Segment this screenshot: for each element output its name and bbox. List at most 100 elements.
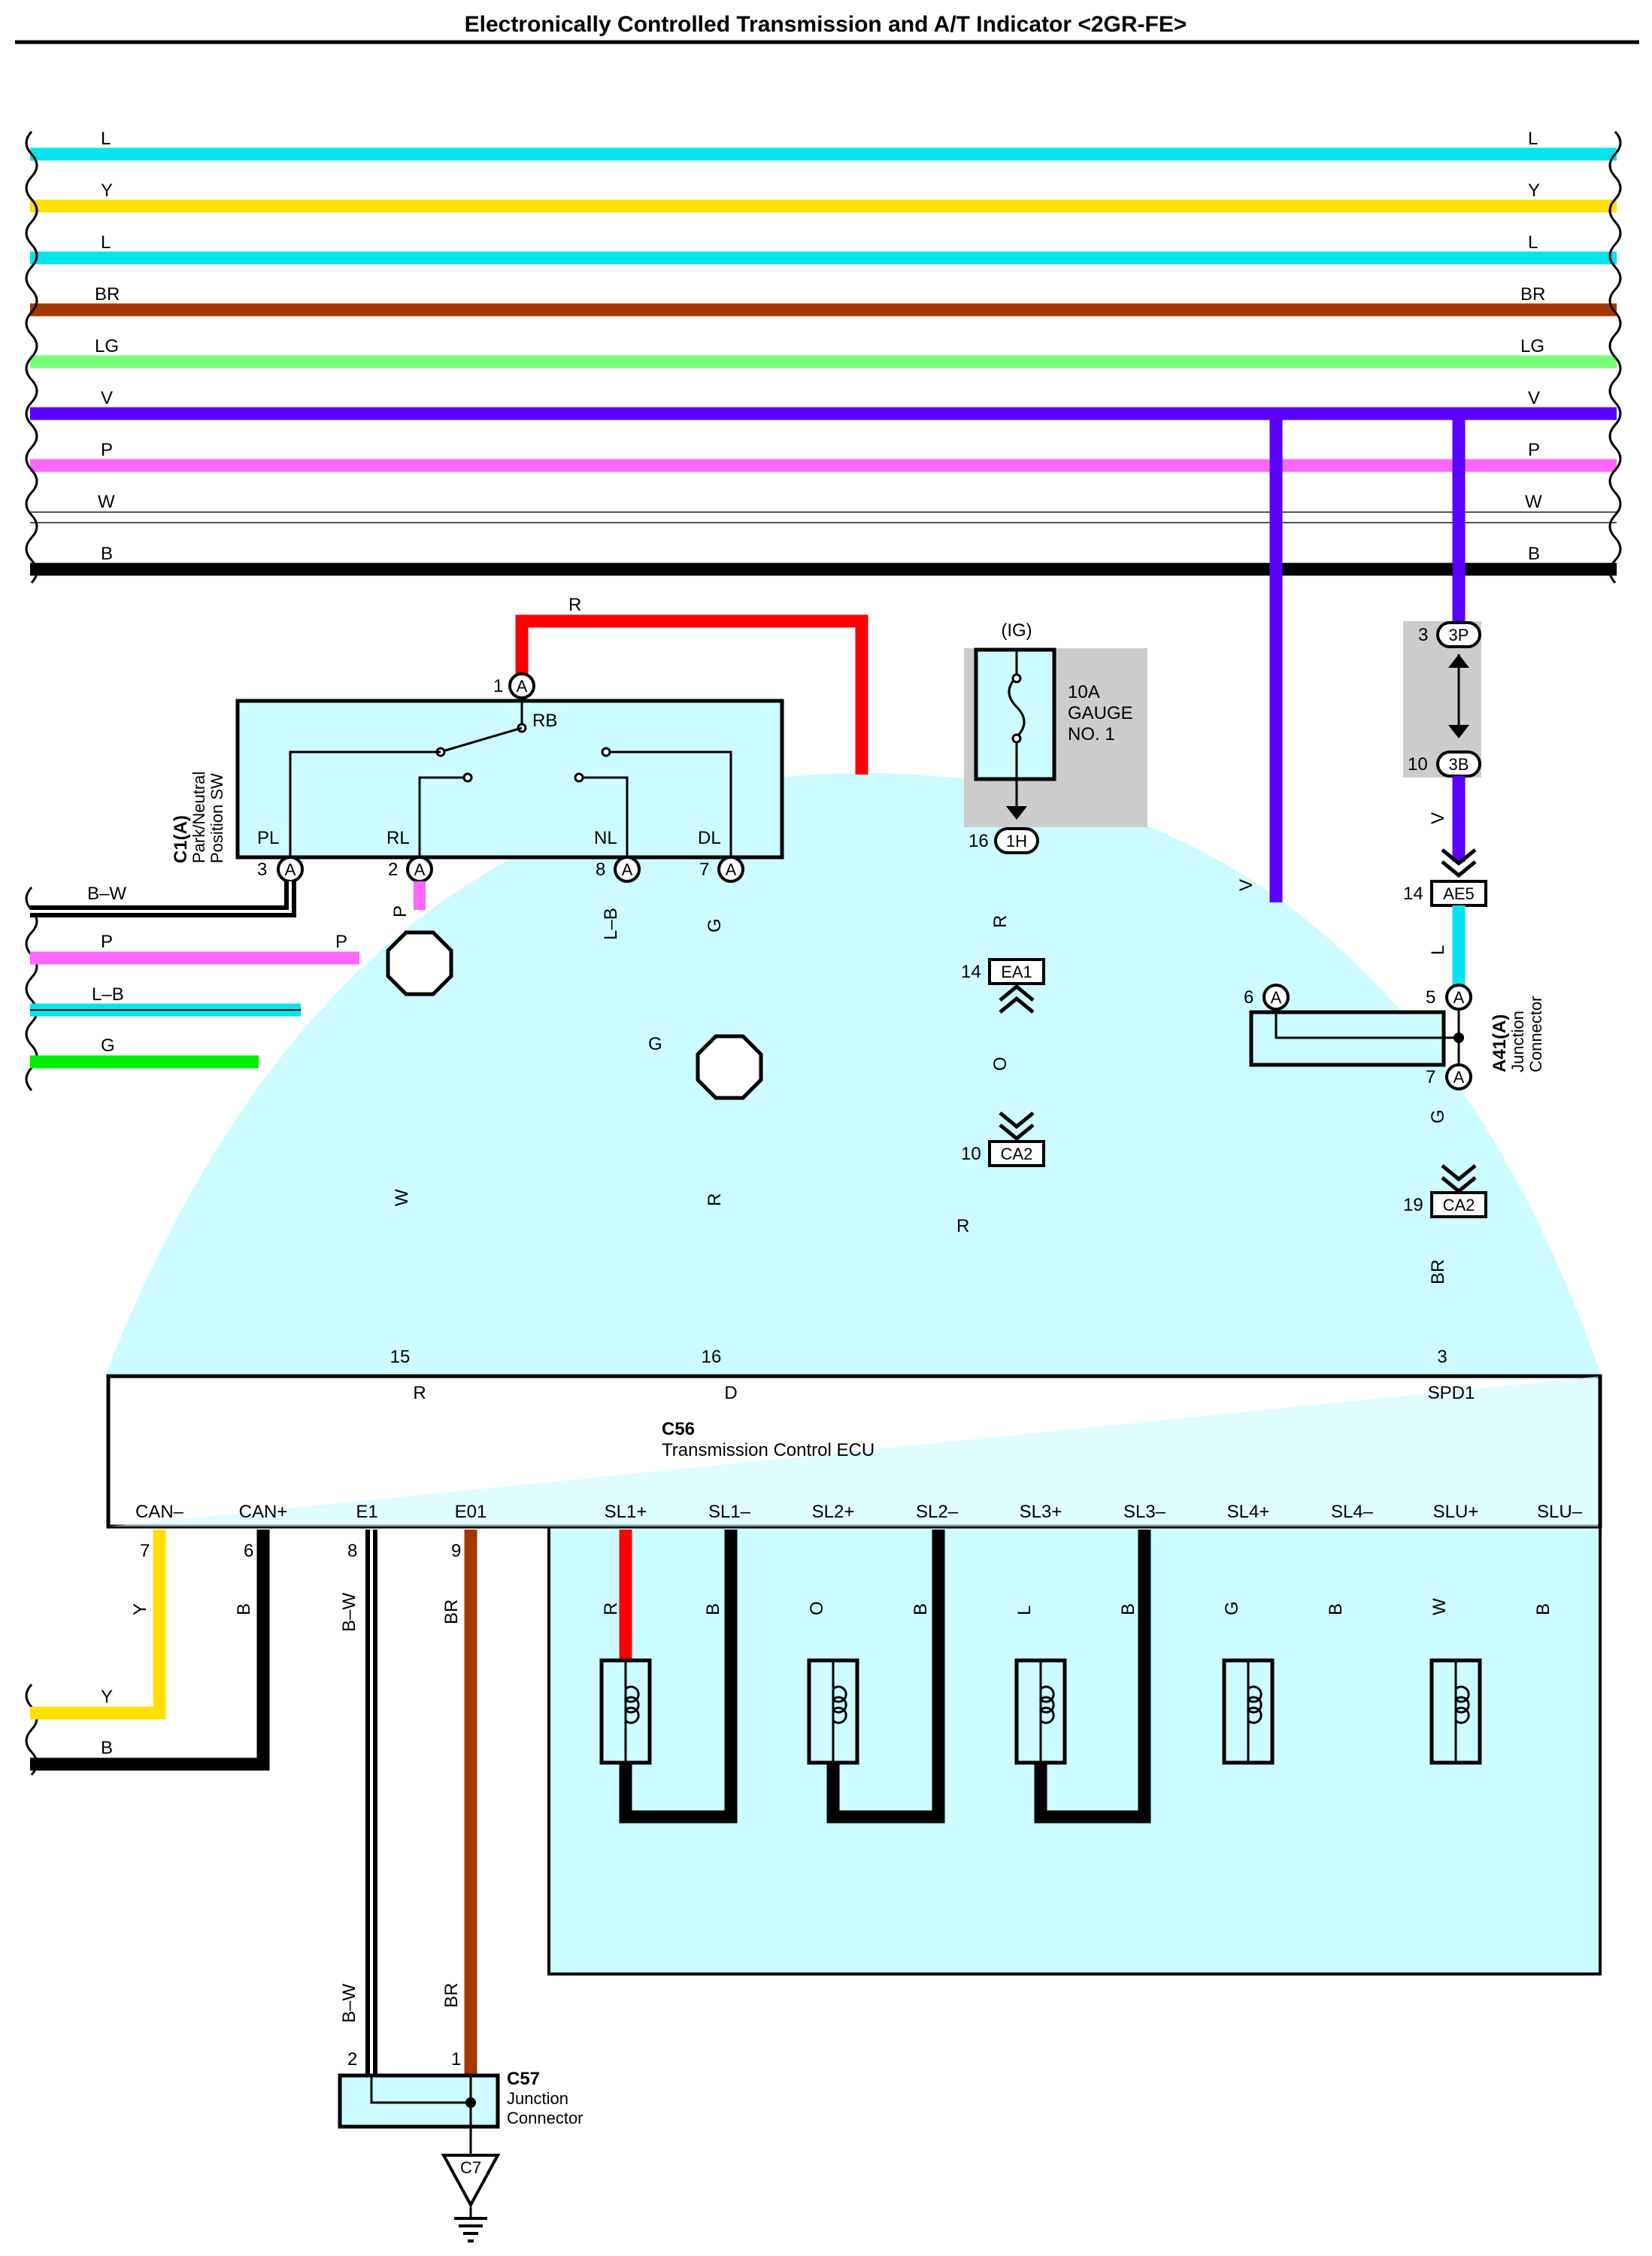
switch-contact bbox=[462, 772, 473, 783]
bus-label-left: L bbox=[101, 129, 111, 149]
c57-wire-label: BR bbox=[441, 1983, 462, 2008]
solenoid-wire-label: B bbox=[703, 1603, 723, 1615]
switch-top-pin-name: RB bbox=[532, 711, 557, 731]
ecu-terminal: SL2– bbox=[916, 1502, 959, 1522]
bus-label-right: LG bbox=[1520, 336, 1544, 356]
bus-label-right: L bbox=[1528, 232, 1538, 253]
conn-3b-label: 3B bbox=[1449, 755, 1469, 774]
solenoid-wire-label: G bbox=[1222, 1601, 1242, 1615]
ecu-top-pin-name: R bbox=[413, 1383, 426, 1403]
ea1-chevron bbox=[999, 984, 1035, 1014]
bus-label-left: P bbox=[101, 440, 113, 460]
switch-wire-label: G bbox=[705, 918, 725, 932]
c57-pin-num: 1 bbox=[451, 2049, 461, 2070]
ecu-top-pin-name: D bbox=[724, 1383, 737, 1403]
ca2-right-num: 19 bbox=[1403, 1195, 1423, 1215]
solenoid-wire-label: B bbox=[1533, 1603, 1553, 1615]
ecu-bottom-pin-num: 9 bbox=[451, 1541, 461, 1561]
solenoid-wire-label: R bbox=[601, 1603, 621, 1615]
fuse-name: NO. 1 bbox=[1068, 724, 1115, 744]
left-wire-label: P bbox=[101, 932, 113, 952]
a41-name: Connector bbox=[1526, 996, 1545, 1072]
switch-trace-pl bbox=[289, 750, 441, 857]
dome-label: G bbox=[648, 1034, 662, 1054]
ecu-terminal: E1 bbox=[356, 1502, 377, 1522]
r-wire-label: R bbox=[568, 595, 581, 615]
solenoid-sl2 bbox=[807, 1658, 859, 1765]
ae5-num: 14 bbox=[1403, 884, 1423, 904]
ecu-top-pin-num: 16 bbox=[702, 1347, 722, 1367]
bus-wires bbox=[30, 147, 1617, 576]
ecu-terminal: SLU+ bbox=[1433, 1502, 1479, 1522]
ecu-id: C56 bbox=[662, 1419, 695, 1439]
park-neutral-switch: A 1 RB PL RL NL DL C1(A) Park/Neutral Po… bbox=[171, 672, 784, 863]
switch-pin-conn: A bbox=[726, 860, 737, 879]
switch-trace-nl bbox=[584, 776, 629, 857]
dome-label: R bbox=[705, 1193, 725, 1206]
ground-label: C7 bbox=[460, 2158, 481, 2177]
ground-triangle bbox=[441, 2154, 501, 2209]
bus-label-left: L bbox=[101, 232, 111, 253]
ca2-connector-right bbox=[1430, 1191, 1487, 1218]
bus-labels: L Y L BR LG V P W B L Y L BR LG V P W B bbox=[95, 129, 1545, 564]
ecu-terminal: SL1+ bbox=[605, 1502, 647, 1522]
solenoid-wire-label: O bbox=[807, 1601, 827, 1615]
ecu-terminal: E01 bbox=[455, 1502, 487, 1522]
right-chain-arrow-up bbox=[1448, 654, 1469, 668]
switch-name: Position SW bbox=[208, 773, 226, 863]
solenoid-sl4 bbox=[1222, 1658, 1275, 1765]
ecu-bottom-pin-num: 8 bbox=[347, 1541, 357, 1561]
bus-label-right: P bbox=[1528, 440, 1540, 460]
right-chain-wire: BR bbox=[1428, 1260, 1448, 1284]
a41-pin-conn: A bbox=[1453, 988, 1465, 1007]
ca2-chevron bbox=[999, 1111, 1035, 1142]
fuse-node bbox=[1011, 733, 1022, 744]
ecu-terminal: SL2+ bbox=[812, 1502, 855, 1522]
ecu-bottom-terms: CAN– CAN+ E1 E01 SL1+ SL1– SL2+ SL2– SL3… bbox=[135, 1502, 1583, 1522]
ecu-terminal: SL4– bbox=[1331, 1502, 1374, 1522]
fuse-chain-wire: R bbox=[956, 1216, 969, 1236]
a41-id: A41(A) bbox=[1490, 1014, 1510, 1072]
a41-pin-num: 7 bbox=[1426, 1067, 1435, 1087]
coil-icon bbox=[1453, 1685, 1470, 1724]
ecu-highlight-dome bbox=[105, 773, 1602, 1376]
can-wire-label: Y bbox=[101, 1687, 113, 1707]
left-wire-label: B–W bbox=[87, 884, 126, 904]
ecu-wire-label: B bbox=[234, 1603, 254, 1615]
fuse-pin-conn-label: 1H bbox=[1006, 832, 1027, 851]
ecu-terminal: SL1– bbox=[708, 1502, 751, 1522]
ae5-label: AE5 bbox=[1443, 884, 1475, 903]
bus-label-left: W bbox=[98, 492, 115, 512]
solenoids: R B O B L B G B W B bbox=[599, 1530, 1553, 1824]
ecu-name: Transmission Control ECU bbox=[662, 1440, 874, 1460]
v-drop-label: V bbox=[1236, 879, 1256, 891]
conn-3b-num: 10 bbox=[1408, 754, 1428, 775]
fuse-node bbox=[1011, 673, 1022, 684]
ecu-top-pin-num: 3 bbox=[1437, 1347, 1447, 1367]
b-wire-can-plus bbox=[30, 1530, 270, 1771]
switch-contact bbox=[601, 747, 611, 757]
sl1-loop bbox=[619, 1530, 738, 1824]
ecu-terminal: CAN+ bbox=[239, 1502, 288, 1522]
solenoid-wire-label: W bbox=[1429, 1598, 1450, 1615]
y-wire-can-minus bbox=[30, 1530, 166, 1720]
ecu-terminal: SLU– bbox=[1537, 1502, 1583, 1522]
switch-pin-num: 7 bbox=[699, 860, 709, 880]
switch-pin-conn: A bbox=[414, 860, 426, 879]
switch-pin-name: DL bbox=[698, 828, 721, 848]
a41-junction-dot bbox=[1453, 1032, 1464, 1043]
switch-pin bbox=[717, 856, 744, 883]
octagon-symbol bbox=[386, 930, 453, 996]
ecu-top-pin-name: SPD1 bbox=[1428, 1383, 1475, 1403]
right-chain-wire: G bbox=[1428, 1109, 1448, 1123]
ae5-connector bbox=[1430, 880, 1487, 907]
switch-wire-label: P bbox=[390, 905, 411, 917]
solenoid-wire-label: L bbox=[1014, 1606, 1035, 1615]
fuse-pin-conn bbox=[994, 827, 1039, 854]
fuse-arrow bbox=[1006, 806, 1027, 820]
solenoid-wire-label: B bbox=[1118, 1603, 1138, 1615]
solenoid-wire-label: B bbox=[911, 1603, 931, 1615]
fuse-icon bbox=[1008, 650, 1026, 779]
switch-contact bbox=[574, 772, 584, 783]
bw-wire-from-pl bbox=[30, 881, 296, 917]
